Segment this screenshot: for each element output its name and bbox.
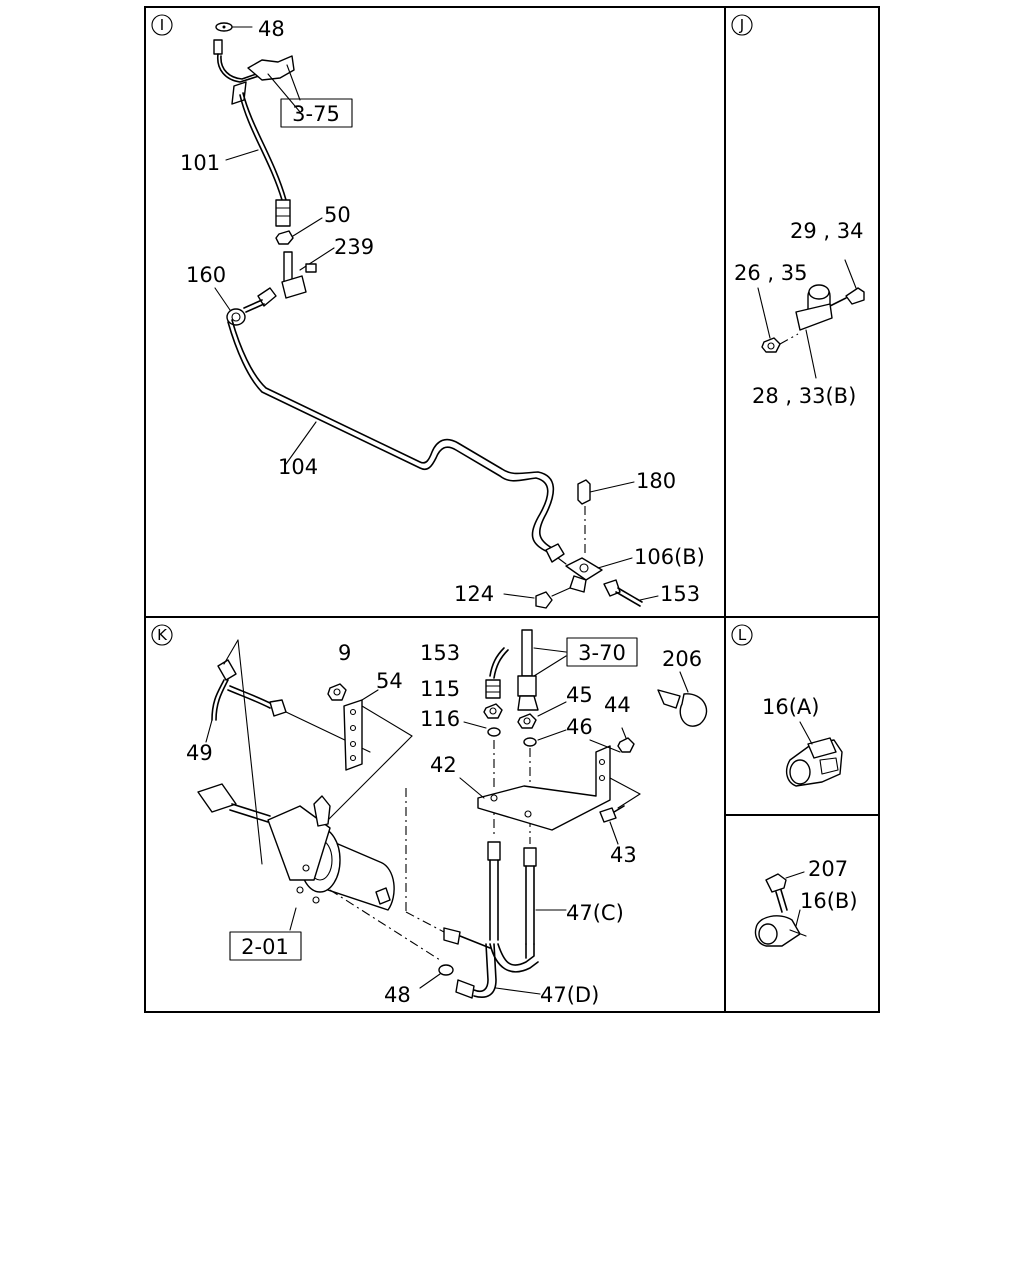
label-k-206: 206 <box>662 647 702 671</box>
svg-text:3-75: 3-75 <box>292 102 340 126</box>
label-k-42: 42 <box>430 753 457 777</box>
label-i-160: 160 <box>186 263 226 287</box>
label-i-124: 124 <box>454 582 494 606</box>
section-marker-k: K <box>151 624 173 646</box>
label-k-46: 46 <box>566 715 593 739</box>
svg-text:L: L <box>738 626 747 644</box>
label-k-44: 44 <box>604 693 631 717</box>
label-i-104: 104 <box>278 455 318 479</box>
label-j-29-34: 29 , 34 <box>790 219 863 243</box>
section-marker-i: I <box>151 14 173 36</box>
ref-box-2-01: 2-01 <box>229 931 302 961</box>
label-j-28-33b: 28 , 33(B) <box>752 384 856 408</box>
label-i-101: 101 <box>180 151 220 175</box>
label-k-9: 9 <box>338 641 351 665</box>
svg-text:K: K <box>157 626 168 644</box>
section-i-drawing <box>213 22 659 609</box>
section-j-drawing <box>757 259 865 379</box>
ref-box-3-70: 3-70 <box>566 637 638 667</box>
section-marker-j: J <box>731 14 753 36</box>
section-marker-l: L <box>731 624 753 646</box>
label-l-207: 207 <box>808 857 848 881</box>
label-i-153: 153 <box>660 582 700 606</box>
label-i-50: 50 <box>324 203 351 227</box>
label-k-153: 153 <box>420 641 460 665</box>
ref-box-3-75: 3-75 <box>280 98 353 128</box>
diagram-frame <box>144 6 880 1013</box>
svg-text:I: I <box>160 16 164 34</box>
svg-text:2-01: 2-01 <box>241 935 289 959</box>
svg-text:3-70: 3-70 <box>578 641 626 665</box>
label-l-16b: 16(B) <box>800 889 858 913</box>
label-k-115: 115 <box>420 677 460 701</box>
label-i-106b: 106(B) <box>634 545 705 569</box>
label-i-180: 180 <box>636 469 676 493</box>
label-i-239: 239 <box>334 235 374 259</box>
label-k-54: 54 <box>376 669 403 693</box>
label-i-48: 48 <box>258 17 285 41</box>
label-k-47d: 47(D) <box>540 983 599 1007</box>
label-l-16a: 16(A) <box>762 695 819 719</box>
label-k-49: 49 <box>186 741 213 765</box>
label-k-47c: 47(C) <box>566 901 624 925</box>
label-k-48: 48 <box>384 983 411 1007</box>
label-k-45: 45 <box>566 683 593 707</box>
label-k-116: 116 <box>420 707 460 731</box>
label-k-43: 43 <box>610 843 637 867</box>
section-k-drawing <box>197 629 708 999</box>
section-l-drawing <box>754 721 843 947</box>
svg-text:J: J <box>739 16 744 34</box>
label-j-26-35: 26 , 35 <box>734 261 807 285</box>
